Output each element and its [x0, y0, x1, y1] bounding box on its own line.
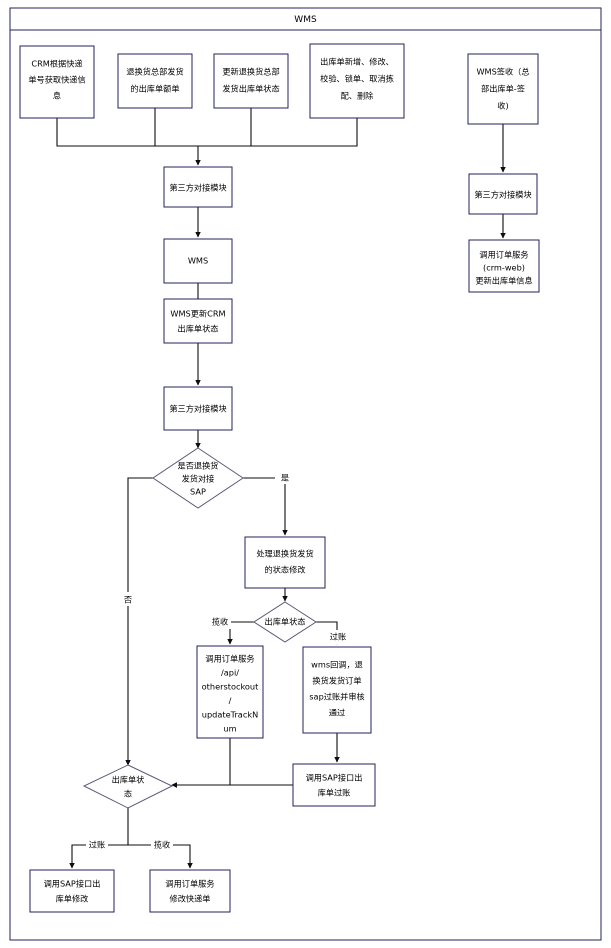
node-order-service-crmweb-line-2: (crm-web)	[483, 263, 525, 273]
label-bg-status2-left	[86, 838, 108, 852]
node-order-service-api-line-2: /api/	[221, 668, 239, 678]
node-wms-callback-sap[interactable]: wms回调，退 换货发货订单 sap过账并审核 通过	[302, 646, 372, 734]
node-crm-track-query-line-1: CRM根据快递	[31, 59, 82, 69]
node-order-service-api[interactable]: 调用订单服务 /api/ otherstockout / updateTrack…	[196, 645, 264, 739]
node-stockout-ops[interactable]: 出库单新增、修改、 校验、锁单、取消拣 配、删除	[309, 43, 405, 119]
node-order-service-api-line-3: otherstockout	[202, 682, 259, 692]
node-return-hq-ship-order[interactable]: 退换货总部发货 的出库单额单	[117, 53, 193, 109]
edge-label-status1-right: 过账	[330, 632, 346, 642]
node-wms-sign-line-3: 收)	[497, 101, 508, 111]
node-order-service-crmweb[interactable]: 调用订单服务 (crm-web) 更新出库单信息	[468, 239, 540, 293]
label-bg-status1-left	[209, 615, 231, 629]
node-order-service-crmweb-line-1: 调用订单服务	[479, 250, 528, 260]
node-wms-sign-line-2: 部出库单-签	[481, 84, 525, 94]
node-order-service-modify-track-line-1: 调用订单服务	[165, 879, 214, 889]
edge-label-sap-yes: 是	[281, 473, 289, 483]
node-order-service-api-line-4: /	[229, 696, 232, 706]
label-bg-sap-yes	[275, 470, 291, 484]
node-handle-return-status[interactable]: 处理退换货发货 的状态修改	[244, 536, 326, 589]
label-bg-sap-no	[120, 592, 136, 606]
node-crm-track-query-line-2: 单号获取快递信	[28, 75, 85, 85]
node-third-party-2[interactable]: 第三方对接模块	[163, 386, 233, 431]
edge-label-sap-no: 否	[124, 595, 132, 605]
node-decide-stockout-status-1-label: 出库单状态	[265, 617, 306, 627]
node-update-return-status-line-2: 发货出库单状态	[222, 84, 279, 94]
node-third-party-right[interactable]: 第三方对接模块	[468, 173, 538, 215]
node-order-service-api-line-6: um	[223, 724, 236, 734]
label-bg-status2-right	[151, 838, 173, 852]
node-crm-track-query-line-3: 息	[53, 91, 61, 101]
node-update-return-status-line-1: 更新退换货总部	[222, 67, 279, 77]
node-sap-post-stockout-line-2: 库单过账	[318, 788, 351, 798]
node-wms-callback-sap-line-3: sap过账并审核	[309, 692, 364, 702]
node-stockout-ops-line-2: 校验、锁单、取消拣	[320, 74, 394, 84]
node-decide-stockout-status-2[interactable]: 出库单状 态	[82, 764, 174, 809]
node-stockout-ops-line-1: 出库单新增、修改、	[320, 57, 394, 67]
node-third-party-right-label: 第三方对接模块	[474, 190, 531, 200]
node-sap-modify-stockout[interactable]: 调用SAP接口出 库单修改	[29, 869, 115, 913]
label-bg-status1-right	[327, 630, 349, 644]
node-crm-track-query[interactable]: CRM根据快递 单号获取快递信 息	[19, 45, 95, 119]
node-order-service-crmweb-line-3: 更新出库单信息	[475, 276, 532, 286]
node-third-party-2-label: 第三方对接模块	[169, 404, 226, 414]
node-order-service-api-line-1: 调用订单服务	[205, 654, 254, 664]
node-order-service-modify-track[interactable]: 调用订单服务 修改快递单	[149, 869, 231, 913]
node-sap-modify-stockout-line-1: 调用SAP接口出	[44, 879, 101, 889]
node-sap-modify-stockout-line-2: 库单修改	[56, 894, 89, 904]
node-handle-return-status-line-1: 处理退换货发货	[256, 549, 313, 559]
node-wms[interactable]: WMS	[163, 238, 233, 284]
node-decide-sap[interactable]: 是否退换货 发货对接 SAP	[152, 447, 244, 509]
node-wms-update-crm-line-1: WMS更新CRM	[170, 309, 225, 319]
node-decide-stockout-status-2-line-1: 出库单状	[112, 775, 145, 785]
edge-group	[56, 108, 506, 869]
edge-stockout-ops-to-bus	[198, 118, 358, 147]
node-stockout-ops-line-3: 配、删除	[341, 91, 374, 101]
node-decide-sap-line-1: 是否退换货	[178, 461, 219, 471]
edge-label-group: 是 否 揽收 过账 过账 揽收	[86, 470, 349, 852]
node-decide-sap-line-3: SAP	[190, 487, 206, 497]
node-wms-callback-sap-line-2: 换货发货订单	[312, 676, 361, 686]
node-handle-return-status-line-2: 的状态修改	[265, 565, 306, 575]
edge-status2-right	[128, 844, 193, 869]
node-order-service-modify-track-line-2: 修改快递单	[170, 894, 211, 904]
node-sap-post-stockout-line-1: 调用SAP接口出	[306, 773, 363, 783]
node-wms-label: WMS	[188, 256, 208, 266]
edge-label-status2-right: 揽收	[154, 840, 170, 850]
node-order-service-api-line-5: updateTrackN	[202, 710, 258, 720]
node-decide-stockout-status-2-line-2: 态	[124, 789, 132, 799]
node-wms-update-crm-line-2: 出库单状态	[178, 324, 219, 334]
node-sap-post-stockout[interactable]: 调用SAP接口出 库单过账	[292, 763, 376, 807]
node-wms-update-crm[interactable]: WMS更新CRM 出库单状态	[163, 298, 233, 344]
node-third-party-1-label: 第三方对接模块	[169, 183, 226, 193]
node-return-hq-ship-order-line-1: 退换货总部发货	[126, 67, 183, 77]
node-third-party-1[interactable]: 第三方对接模块	[163, 166, 233, 208]
edge-label-status1-left: 揽收	[212, 617, 228, 627]
node-wms-callback-sap-line-4: 通过	[329, 708, 345, 718]
node-decide-stockout-status-1[interactable]: 出库单状态	[253, 601, 317, 643]
edge-sap-no	[125, 477, 153, 766]
node-wms-sign[interactable]: WMS签收（总 部出库单-签 收)	[467, 53, 539, 125]
edge-crm-to-bus	[56, 118, 198, 147]
node-wms-sign-line-1: WMS签收（总	[476, 67, 529, 77]
edge-label-status2-left: 过账	[89, 840, 105, 850]
node-wms-callback-sap-line-1: wms回调，退	[311, 660, 363, 670]
node-return-hq-ship-order-line-2: 的出库单额单	[130, 84, 179, 94]
node-update-return-status[interactable]: 更新退换货总部 发货出库单状态	[213, 53, 289, 109]
container-title: WMS	[294, 15, 317, 25]
node-decide-sap-line-2: 发货对接	[182, 474, 215, 484]
